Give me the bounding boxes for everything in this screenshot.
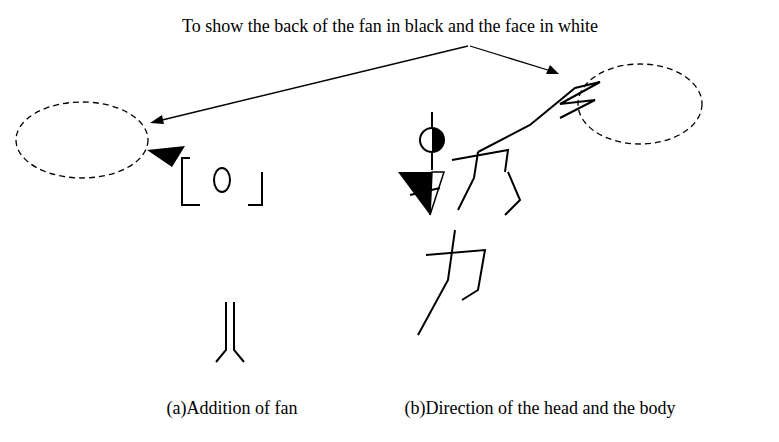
- leg-stroke: [418, 230, 485, 335]
- body-stroke: [431, 152, 433, 170]
- arm-stroke: [248, 172, 262, 205]
- leg-stroke: [216, 302, 226, 362]
- body-stroke: [410, 150, 508, 210]
- fan-outline: [478, 82, 600, 152]
- annotation-text: To show the back of the fan in black and…: [182, 16, 598, 38]
- head-stroke: [431, 112, 433, 128]
- arm-stroke: [505, 172, 520, 215]
- fan-symbol: [430, 172, 444, 215]
- leader-arrows: [158, 46, 551, 121]
- leg-stroke: [234, 302, 244, 362]
- head-symbol: [432, 128, 444, 152]
- dashed-ellipse: [578, 64, 702, 144]
- leader-line: [470, 46, 551, 71]
- figure-a: [147, 146, 262, 362]
- figure-caption: (a)Addition of fan: [167, 398, 298, 420]
- head-symbol: [420, 128, 444, 152]
- head-symbol: [214, 168, 230, 192]
- arrow-head: [546, 65, 559, 74]
- fan-symbol: [147, 146, 185, 167]
- arrow-head: [150, 115, 164, 124]
- dashed-ellipse: [16, 102, 148, 178]
- leader-line: [158, 46, 468, 121]
- arm-stroke: [182, 158, 200, 205]
- figure-caption: (b)Direction of the head and the body: [405, 398, 676, 420]
- figure-b: [398, 82, 600, 335]
